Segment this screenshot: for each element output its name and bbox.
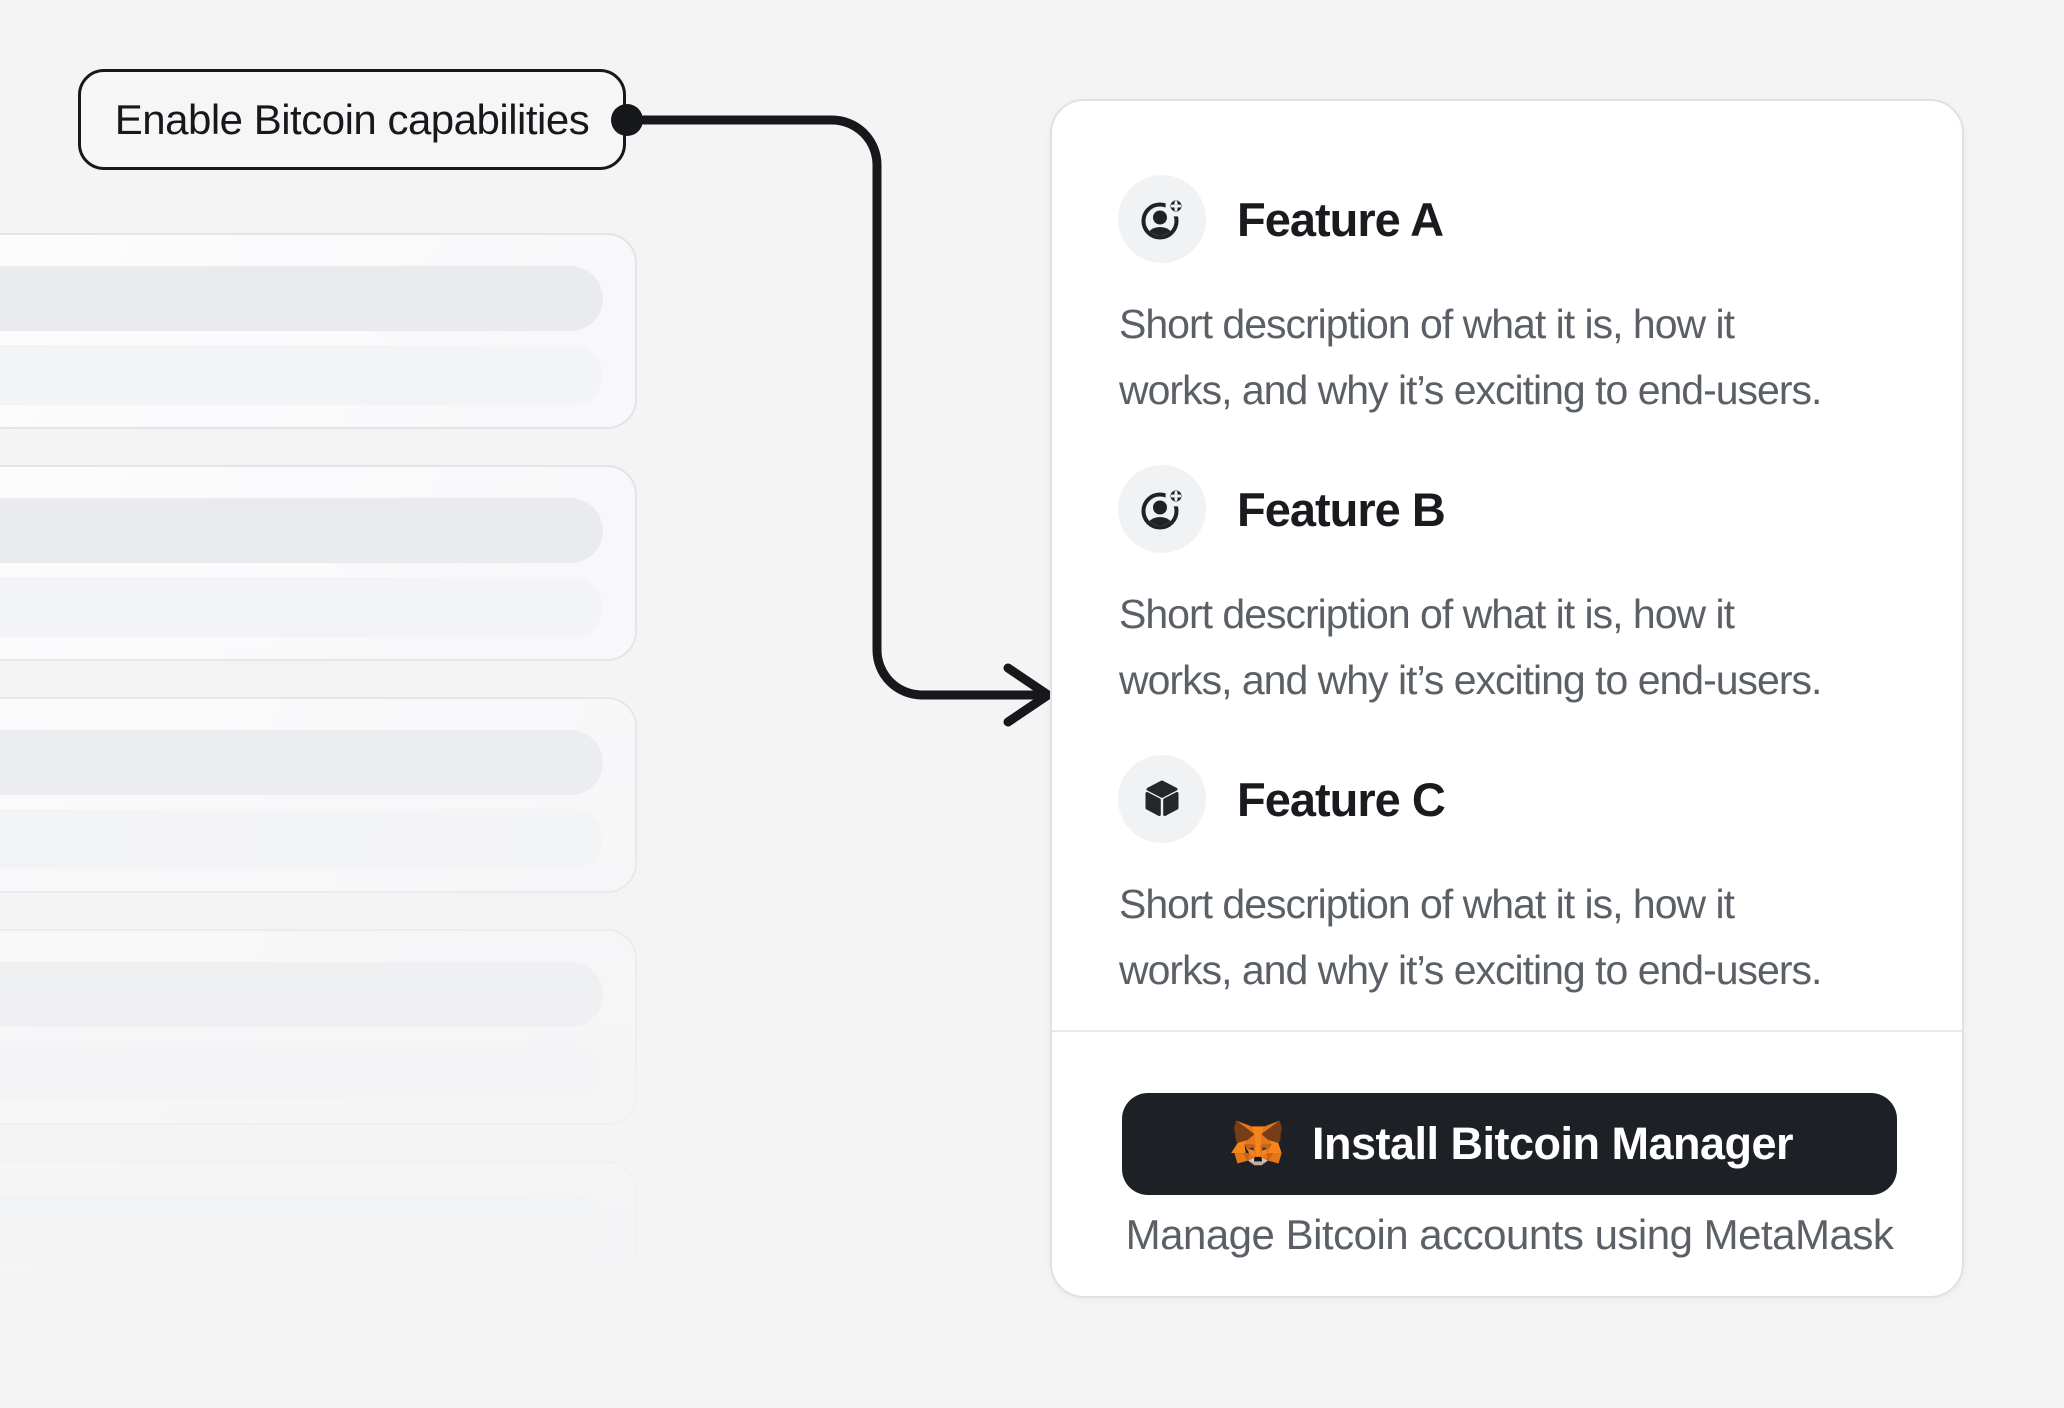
skeleton-card (0, 697, 637, 893)
metamask-fox-icon (1226, 1114, 1290, 1174)
skeleton-card (0, 233, 637, 429)
feature-row: Feature A Short description of what it i… (1118, 175, 1938, 435)
skeleton-card (0, 929, 637, 1125)
skeleton-card (0, 1161, 637, 1357)
user-add-icon (1118, 465, 1206, 553)
callout-label: Enable Bitcoin capabilities (78, 69, 626, 170)
cube-icon (1118, 755, 1206, 843)
feature-description: Short description of what it is, how it … (1119, 301, 1822, 413)
divider (1052, 1030, 1962, 1032)
skeleton-bar (0, 498, 603, 563)
skeleton-bar (0, 1041, 603, 1101)
feature-title: Feature B (1237, 482, 1446, 536)
callout-label-text: Enable Bitcoin capabilities (114, 95, 590, 143)
connector-arrow-icon (611, 104, 1053, 727)
skeleton-bar (0, 1273, 603, 1333)
feature-title: Feature A (1237, 192, 1444, 246)
skeleton-bar (0, 345, 603, 405)
skeleton-bar (0, 577, 603, 637)
install-button-label: Install Bitcoin Manager (1311, 1118, 1794, 1169)
user-add-icon (1118, 175, 1206, 263)
skeleton-bar (0, 1194, 603, 1259)
feature-row: Feature B Short description of what it i… (1118, 465, 1938, 725)
install-bitcoin-manager-button[interactable]: Install Bitcoin Manager (1122, 1093, 1897, 1195)
feature-card: Feature A Short description of what it i… (1050, 99, 1964, 1298)
feature-description: Short description of what it is, how it … (1119, 591, 1822, 703)
skeleton-card (0, 465, 637, 661)
feature-description: Short description of what it is, how it … (1119, 881, 1822, 993)
skeleton-bar (0, 730, 603, 795)
feature-title: Feature C (1237, 772, 1446, 826)
skeleton-bar (0, 266, 603, 331)
skeleton-bar (0, 809, 603, 869)
skeleton-bar (0, 962, 603, 1027)
button-caption: Manage Bitcoin accounts using MetaMask (1125, 1211, 1894, 1258)
feature-row: Feature C Short description of what it i… (1118, 755, 1938, 1015)
